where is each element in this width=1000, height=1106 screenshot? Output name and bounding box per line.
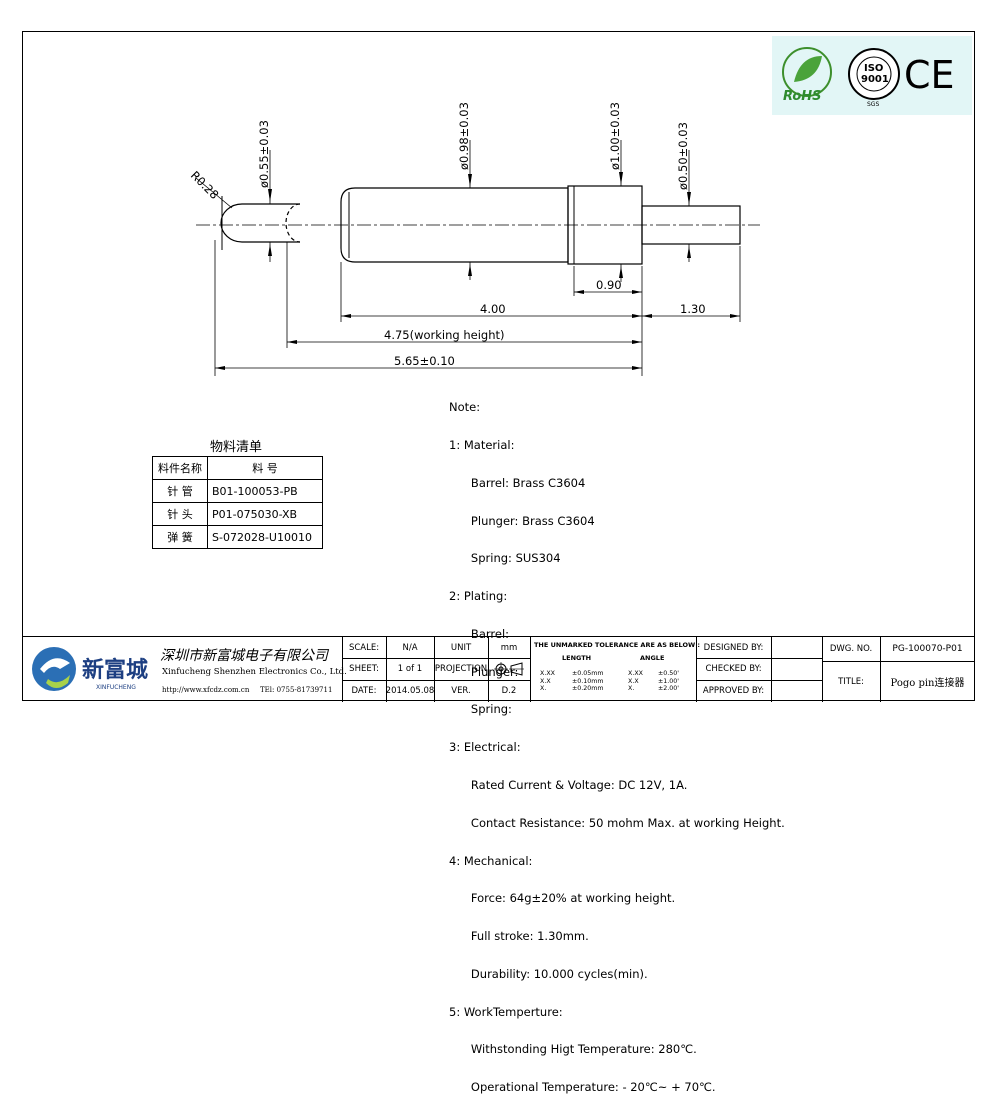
bom-title: 物料清单 — [210, 440, 263, 455]
ver-label: VER. — [451, 686, 471, 696]
bom-cell: 针 管 — [152, 479, 208, 503]
bom-cell: 针 头 — [152, 502, 208, 526]
notes-title: Note: — [449, 400, 481, 415]
date-value: 2014.05.08 — [385, 686, 435, 696]
note-line: 5: WorkTemperture: — [449, 1004, 563, 1019]
svg-text:XINFUCHENG: XINFUCHENG — [96, 684, 136, 691]
note-line: Spring: — [449, 702, 512, 717]
ce-logo: CE — [904, 53, 955, 97]
title-label: TITLE: — [838, 676, 864, 687]
note-line: 4: Mechanical: — [449, 853, 533, 868]
table-row: 弹 簧 S-072028-U10010 — [152, 525, 323, 549]
bom-header-part: 料 号 — [207, 456, 323, 480]
bom-cell: 弹 簧 — [152, 525, 208, 549]
length-label: LENGTH — [562, 654, 592, 662]
bom-cell: P01-075030-XB — [207, 502, 323, 526]
dim-working-height: 4.75(working height) — [384, 328, 505, 342]
unit-value: mm — [500, 642, 518, 653]
company-web: http://www.xfcdz.com.cn — [162, 686, 250, 694]
dwg-no-label: DWG. NO. — [829, 644, 873, 654]
designed-by-label: DESIGNED BY: — [703, 642, 764, 653]
drawing-frame — [22, 31, 975, 701]
date-label: DATE: — [351, 686, 377, 696]
dwg-no-value: PG-100070-P01 — [892, 644, 963, 654]
projection-symbol-icon — [488, 658, 530, 680]
company-logo: 新富城 XINFUCHENG — [32, 647, 148, 691]
certification-panel: RoHS ISO 9001 SGS CE — [772, 36, 972, 115]
bom-header-name: 料件名称 — [152, 456, 208, 480]
company-tel: TEl: 0755-81739711 — [260, 686, 333, 694]
bom-cell: S-072028-U10010 — [207, 525, 323, 549]
angle-label: ANGLE — [640, 654, 665, 662]
notes-block: Note: 1: Material: Barrel: Brass C3604 P… — [449, 376, 785, 1106]
note-line: Plunger: — [449, 664, 519, 679]
svg-text:SGS: SGS — [867, 101, 879, 108]
note-line: Force: 64g±20% at working height. — [449, 891, 676, 906]
sheet-label: SHEET: — [349, 664, 379, 674]
plunger-hidden-arc — [285, 203, 301, 243]
dim-r-tip: R0.28 — [188, 168, 222, 202]
projection-label: PROJECTION — [434, 664, 488, 674]
svg-text:CE: CE — [904, 53, 955, 97]
note-line: Operational Temperature: - 20℃~ + 70℃. — [449, 1080, 716, 1095]
barrel-outline — [340, 187, 569, 263]
dim-tail-length: 1.30 — [680, 302, 706, 316]
scale-value: N/A — [402, 642, 418, 653]
plunger-tip-outline — [220, 203, 300, 243]
iso-9001-logo: ISO 9001 SGS — [848, 48, 900, 108]
note-line: 3: Electrical: — [449, 740, 521, 755]
sheet-value: 1 of 1 — [397, 664, 423, 674]
rohs-logo: RoHS — [782, 47, 832, 104]
bom-table: 料件名称 料 号 针 管 B01-100053-PB 针 头 P01-07503… — [152, 456, 323, 549]
svg-text:新富城: 新富城 — [82, 657, 148, 683]
table-row: 针 管 B01-100053-PB — [152, 479, 323, 503]
note-line: Barrel: Brass C3604 — [449, 475, 586, 490]
table-row: 针 头 P01-075030-XB — [152, 502, 323, 526]
note-line: Plunger: Brass C3604 — [449, 513, 595, 528]
dim-plunger-tip-diameter: ø0.55±0.03 — [257, 120, 271, 188]
svg-text:ISO: ISO — [864, 63, 883, 74]
approved-by-label: APPROVED BY: — [702, 686, 765, 696]
note-line: Rated Current & Voltage: DC 12V, 1A. — [449, 778, 688, 792]
pogo-pin-drawing: R0.28 ø0.55±0.03 ø0.98±0.03 ø1.00±0.03 ø… — [188, 102, 760, 376]
dim-barrel-length: 4.00 — [480, 302, 506, 316]
unit-label: UNIT — [450, 642, 472, 653]
ver-value: D.2 — [501, 686, 517, 696]
note-line: Durability: 10.000 cycles(min). — [449, 966, 648, 981]
dim-barrel-diameter: ø0.98±0.03 — [457, 102, 471, 170]
company-name-en: Xinfucheng Shenzhen Electronics Co., Ltd… — [162, 667, 347, 677]
title-block: 新富城 XINFUCHENG 深圳市新富城电子有限公司 Xinfucheng S… — [22, 636, 975, 702]
note-line: Contact Resistance: 50 mohm Max. at work… — [449, 815, 785, 830]
checked-by-label: CHECKED BY: — [705, 664, 762, 674]
note-line: 2: Plating: — [449, 589, 508, 604]
note-line: Withstonding Higt Temperature: 280℃. — [449, 1042, 697, 1057]
scale-label: SCALE: — [348, 642, 380, 653]
company-name-cn: 深圳市新富城电子有限公司 — [160, 648, 328, 664]
bom-cell: B01-100053-PB — [207, 479, 323, 503]
svg-text:9001: 9001 — [861, 74, 889, 85]
tolerance-title: THE UNMARKED TOLERANCE ARE AS BELOW : — [534, 641, 701, 649]
dim-collar-diameter: ø1.00±0.03 — [608, 102, 622, 170]
table-row: 料件名称 料 号 — [152, 456, 323, 480]
note-line: Full stroke: 1.30mm. — [449, 929, 589, 944]
note-line: Spring: SUS304 — [449, 551, 561, 566]
note-line: 1: Material: — [449, 437, 515, 452]
title-value: Pogo pin连接器 — [890, 678, 965, 689]
svg-text:RoHS: RoHS — [783, 89, 822, 104]
dim-tail-diameter: ø0.50±0.03 — [676, 122, 690, 190]
dim-collar-length: 0.90 — [596, 278, 622, 292]
dim-total-length: 5.65±0.10 — [394, 354, 455, 368]
